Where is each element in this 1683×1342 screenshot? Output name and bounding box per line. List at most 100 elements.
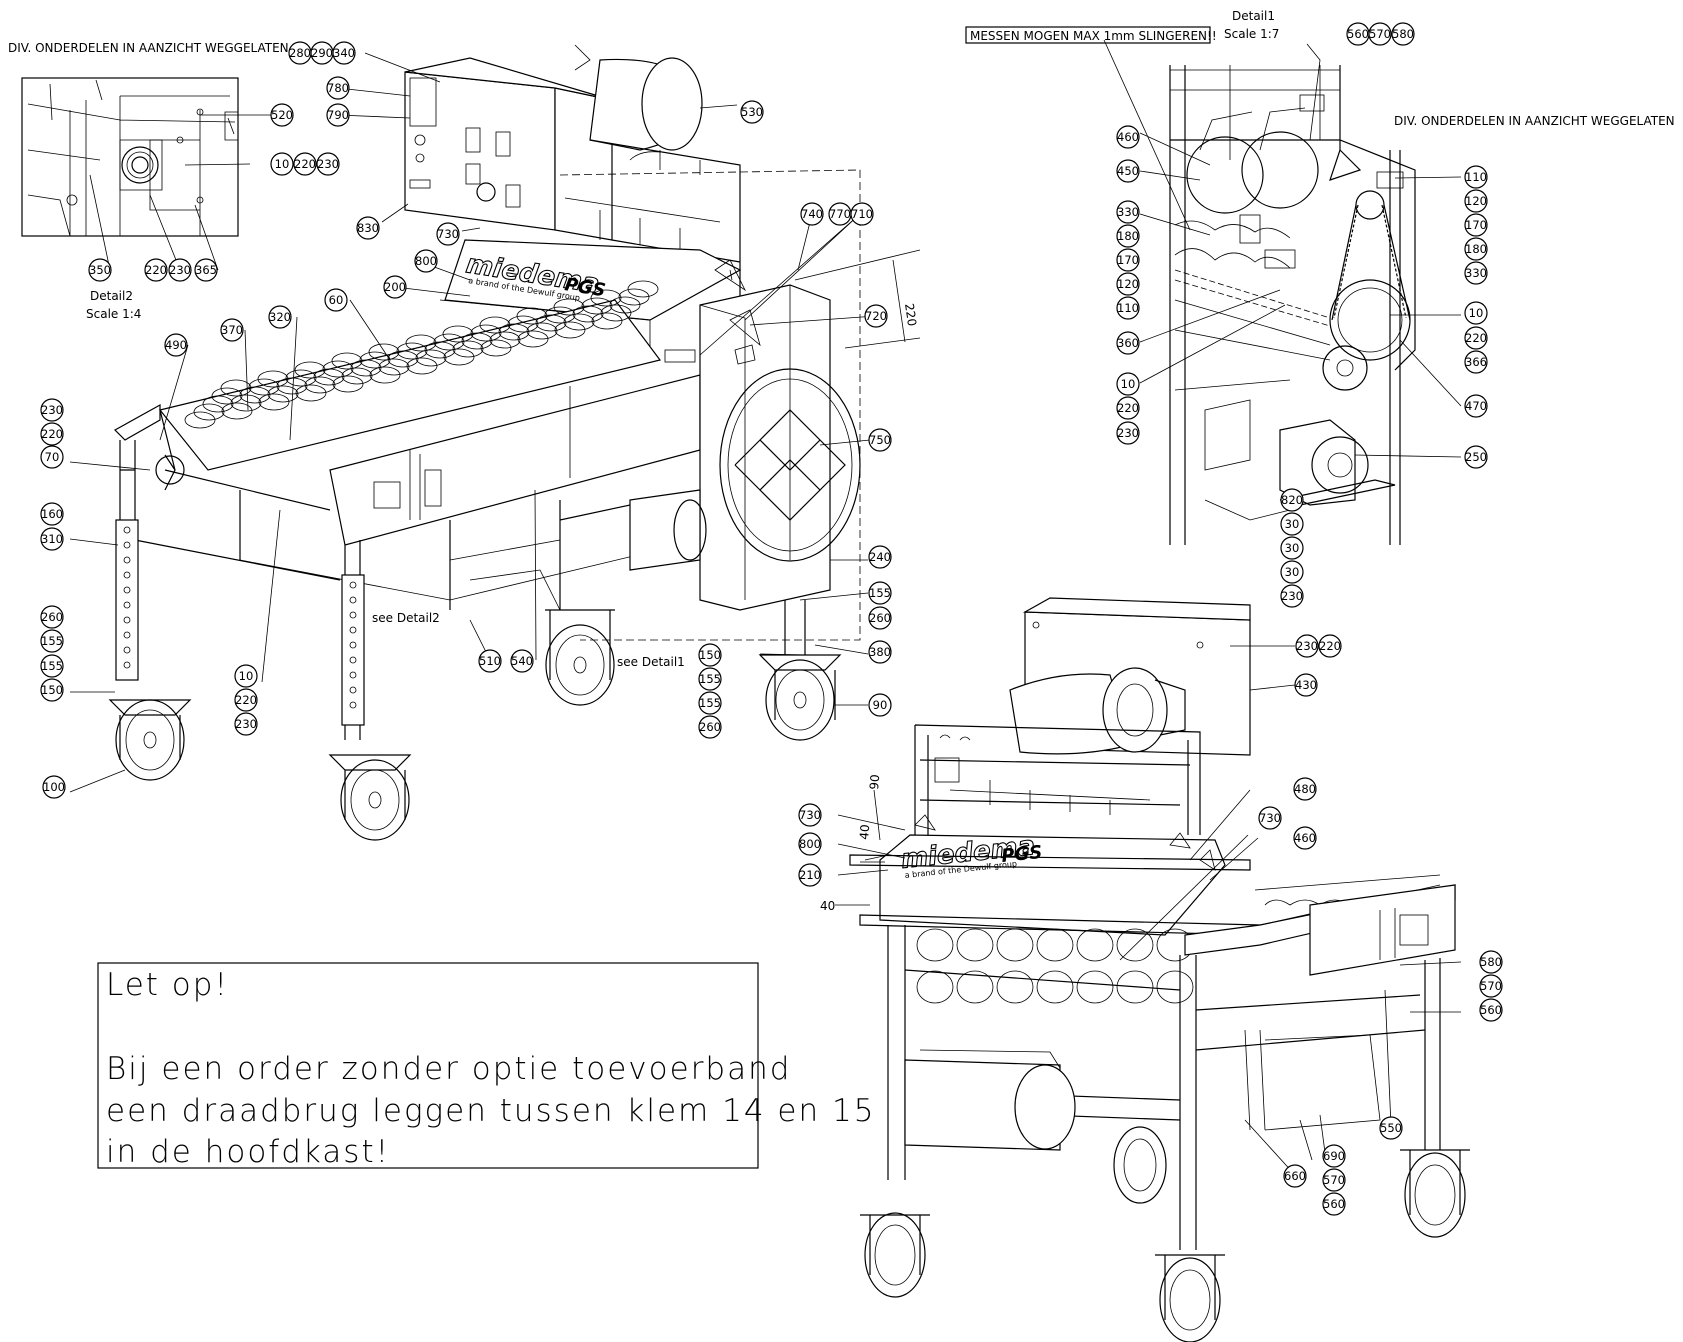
svg-text:10: 10 <box>1121 377 1136 391</box>
attention-box-frame <box>97 962 759 1169</box>
part-bubble-b470: 470 <box>1464 394 1488 418</box>
svg-text:180: 180 <box>1117 229 1139 243</box>
part-bubble-b510: 510 <box>478 649 502 673</box>
svg-text:320: 320 <box>269 310 291 324</box>
roller <box>295 384 327 402</box>
svg-text:510: 510 <box>479 654 501 668</box>
svg-text:660: 660 <box>1284 1169 1306 1183</box>
rear-roller <box>956 970 994 1004</box>
roller <box>470 324 502 342</box>
svg-text:70: 70 <box>45 450 60 464</box>
svg-text:790: 790 <box>327 108 349 122</box>
roller <box>480 339 512 357</box>
part-bubble-b90: 90 <box>868 693 892 717</box>
detail1-motor <box>1204 399 1396 521</box>
roller <box>294 361 326 379</box>
svg-text:200: 200 <box>384 280 406 294</box>
roller <box>248 378 280 396</box>
roller <box>424 341 456 359</box>
part-bubble-b720: 720 <box>864 304 888 328</box>
part-bubble-b800b: 800 <box>798 832 822 856</box>
detail1-knives <box>1186 107 1319 214</box>
adjustment-hole <box>123 541 131 549</box>
part-bubble-b220b: 220 <box>234 688 258 712</box>
drive-cover <box>699 284 831 611</box>
part-bubble-b550: 550 <box>1379 1116 1403 1140</box>
svg-text:30: 30 <box>1285 541 1300 555</box>
detail1-view: MESSEN MOGEN MAX 1mm SLINGEREN!! Detail1… <box>965 9 1675 545</box>
part-bubble-b180b: 180 <box>1464 237 1488 261</box>
roller <box>285 369 317 387</box>
svg-text:230: 230 <box>1296 639 1318 653</box>
part-bubble-b110a: 110 <box>1116 296 1140 320</box>
rear-rollers <box>916 928 1194 1004</box>
part-bubble-b480: 480 <box>1293 777 1317 801</box>
adjustment-hole <box>349 656 357 664</box>
svg-text:365: 365 <box>195 263 217 277</box>
part-bubble-b560b: 560 <box>1479 998 1503 1022</box>
part-bubble-b360: 360 <box>1116 331 1140 355</box>
roller <box>544 306 576 324</box>
svg-text:220: 220 <box>294 157 316 171</box>
part-bubble-b280: 280 <box>288 41 312 65</box>
detail1-chain-drive <box>1322 190 1411 391</box>
roller <box>452 340 484 358</box>
rear-hood <box>879 834 1226 936</box>
svg-text:220: 220 <box>1117 401 1139 415</box>
svg-text:480: 480 <box>1294 782 1316 796</box>
svg-text:40: 40 <box>820 899 835 913</box>
roller <box>517 330 549 348</box>
roller <box>442 325 474 343</box>
svg-text:30: 30 <box>1285 517 1300 531</box>
detail2-frame <box>21 77 239 237</box>
knife-warning-box <box>965 26 1211 44</box>
attention-line-4: in de hoofdkast! <box>106 1134 390 1170</box>
svg-text:210: 210 <box>799 868 821 882</box>
detail2-scale: Scale 1:4 <box>86 307 141 321</box>
part-bubble-b210: 210 <box>798 863 822 887</box>
part-bubble-b10b: 10 <box>270 152 294 176</box>
svg-text:740: 740 <box>801 207 823 221</box>
dimension-220: 220 <box>794 249 921 349</box>
adjustment-hole <box>349 581 357 589</box>
svg-text:260: 260 <box>41 610 63 624</box>
cabinet-switch <box>476 182 496 202</box>
svg-text:800: 800 <box>415 254 437 268</box>
roller <box>498 323 530 341</box>
part-bubble-b220e: 220 <box>1116 396 1140 420</box>
part-bubble-b230e: 230 <box>1116 421 1140 445</box>
svg-text:220: 220 <box>145 263 167 277</box>
svg-text:730: 730 <box>799 808 821 822</box>
adjustment-hole <box>123 556 131 564</box>
part-bubble-b230a: 230 <box>40 398 64 422</box>
part-bubble-b155e: 155 <box>698 691 722 715</box>
roller <box>609 296 641 314</box>
svg-text:110: 110 <box>1465 170 1487 184</box>
svg-text:155: 155 <box>41 659 63 673</box>
roller <box>239 386 271 404</box>
part-bubble-b170b: 170 <box>1464 213 1488 237</box>
part-bubble-b155b: 155 <box>40 654 64 678</box>
part-bubble-b750: 750 <box>868 428 892 452</box>
part-bubble-b230d: 230 <box>168 258 192 282</box>
roller <box>479 316 511 334</box>
roller <box>591 312 623 330</box>
part-bubble-b570c: 570 <box>1322 1168 1346 1192</box>
svg-text:350: 350 <box>89 263 111 277</box>
svg-text:340: 340 <box>333 46 355 60</box>
main-machine-view: miedema PGS a brand of the Dewulf group <box>108 44 921 841</box>
attention-line-2: Bij een order zonder optie toevoerband <box>106 1051 791 1087</box>
svg-text:10: 10 <box>239 669 254 683</box>
svg-text:570: 570 <box>1480 979 1502 993</box>
part-bubble-b260c: 260 <box>698 715 722 739</box>
part-bubble-b290: 290 <box>310 41 334 65</box>
leg-extension-front-left <box>115 519 139 681</box>
part-bubble-b230g: 230 <box>1295 634 1319 658</box>
svg-text:230: 230 <box>235 717 257 731</box>
roller <box>554 321 586 339</box>
rear-roller <box>1156 970 1194 1004</box>
rear-roller <box>1036 970 1074 1004</box>
roller <box>211 387 243 405</box>
roller <box>507 315 539 333</box>
